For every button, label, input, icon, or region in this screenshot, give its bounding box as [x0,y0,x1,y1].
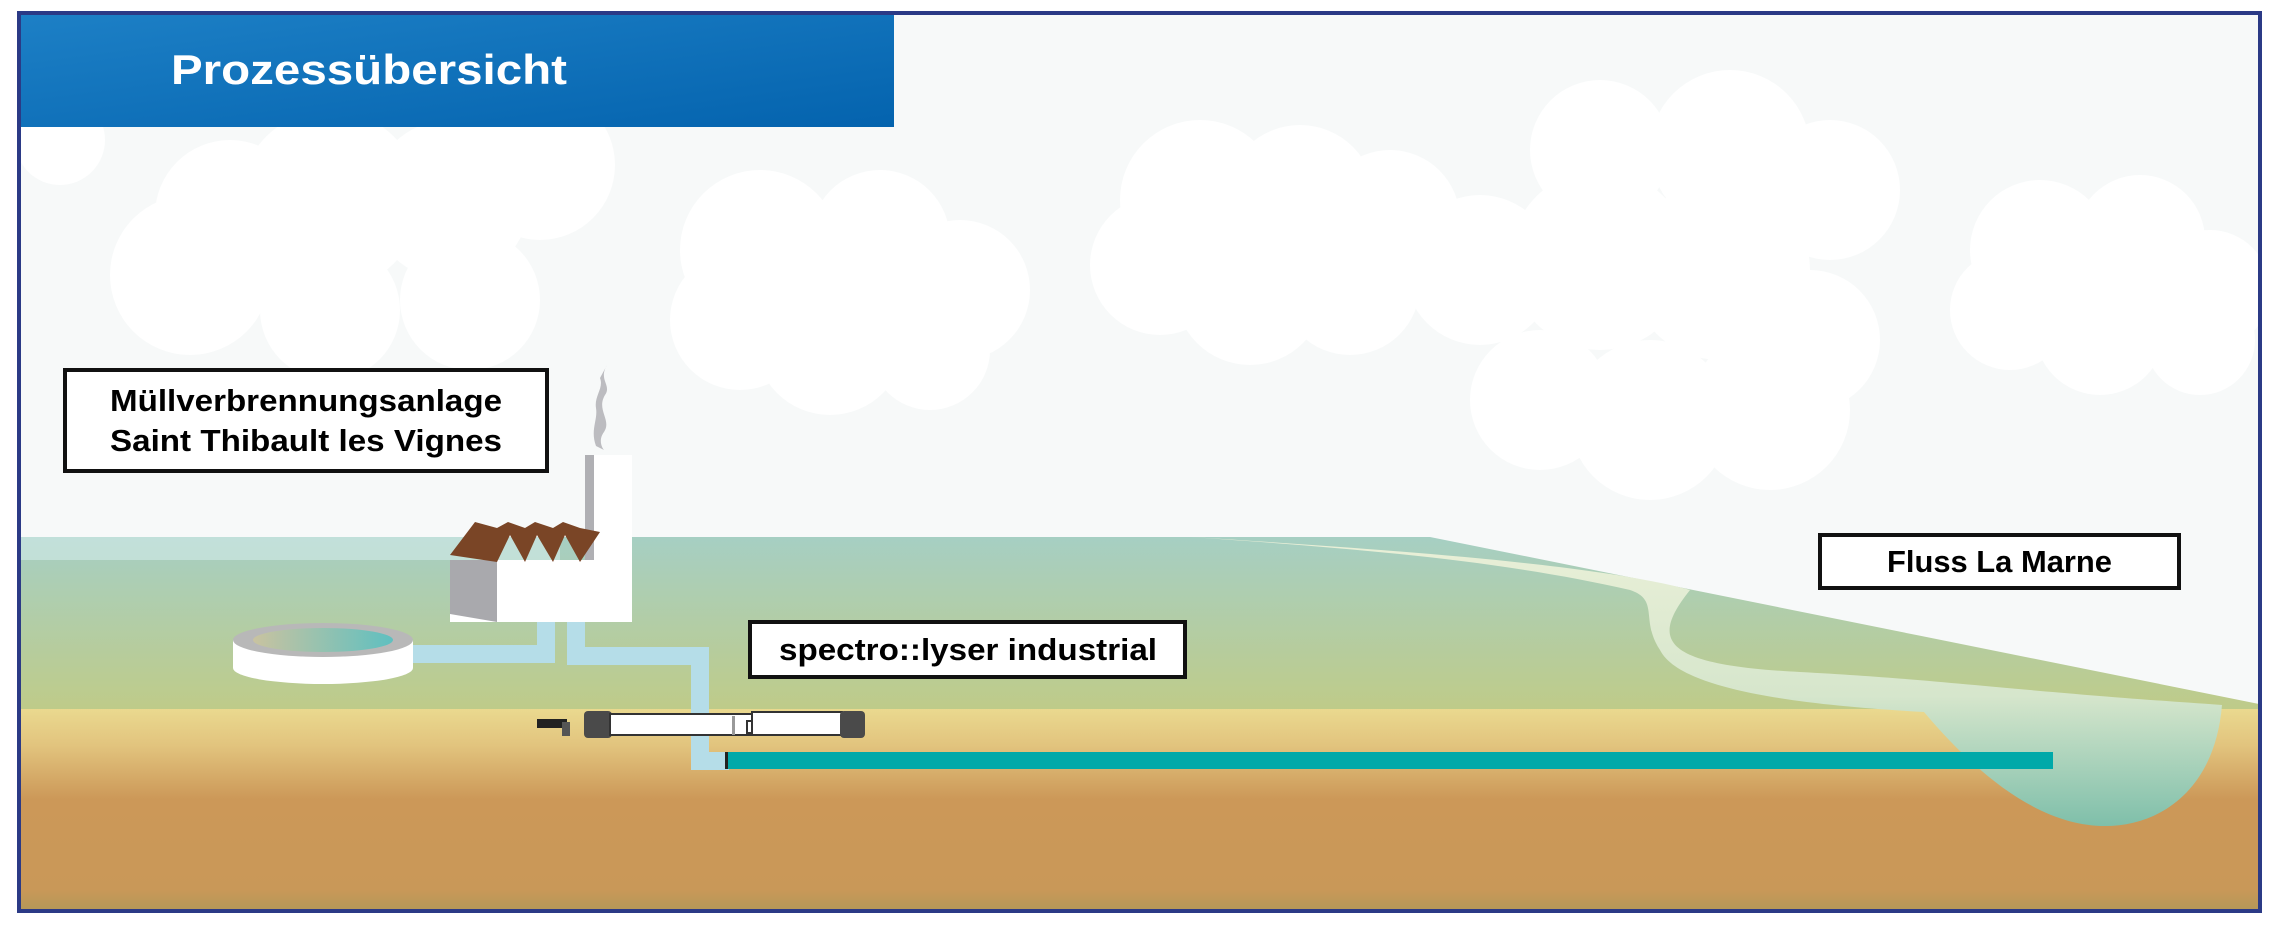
river-label: Fluss La Marne [1818,533,2181,590]
page-title: Prozessübersicht [171,46,567,93]
settling-tank-icon [233,623,413,684]
cloud [1090,70,1900,500]
horizon-water-strip [19,537,560,560]
cloud [1950,175,2270,395]
sensor-label-text: spectro::lyser industrial [779,632,1157,667]
chimney-smoke-icon [593,365,608,450]
plant-label-line1: Müllverbrennungsanlage [110,383,502,418]
plant-label-line2: Saint Thibault les Vignes [110,423,502,458]
clouds [15,70,2270,500]
drainage-pipes [410,620,729,770]
ground-soil [19,709,2259,910]
diagram-frame [17,11,2262,913]
cloud [670,170,1030,415]
outflow-pipe-end [725,752,728,769]
factory-icon [450,365,632,622]
plant-label: Müllverbrennungsanlage Saint Thibault le… [63,368,549,473]
sawtooth-roof [450,522,600,562]
cloud [15,90,615,380]
river-label-text: Fluss La Marne [1887,544,2112,579]
sensor-label: spectro::lyser industrial [748,620,1187,679]
sensor-probe-icon [537,711,865,738]
outflow-pipe [726,752,2053,769]
title-bar [19,13,894,127]
